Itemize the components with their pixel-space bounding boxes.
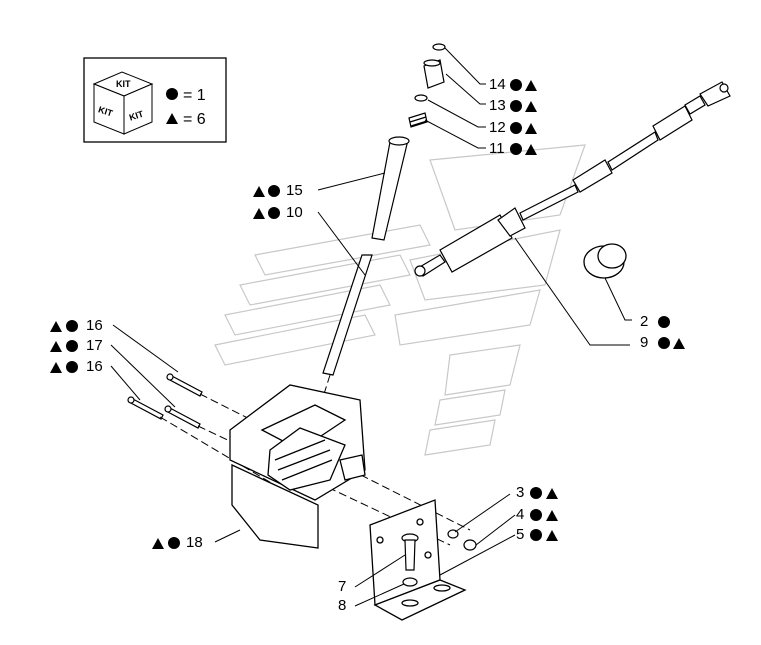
kit-legend: KIT KIT KIT = 1 = 6 xyxy=(83,57,227,143)
callout-18: 18 xyxy=(186,534,203,551)
callout-10: 10 xyxy=(286,204,303,221)
washer-12 xyxy=(414,94,428,102)
callout-14: 14 xyxy=(489,76,506,93)
callout-7: 7 xyxy=(338,578,347,595)
kit-cube-icon xyxy=(92,71,154,135)
callout-9: 9 xyxy=(640,334,649,351)
control-cable xyxy=(414,81,731,277)
gear-knob-parts xyxy=(408,43,446,128)
kit-cube-right-label: KIT xyxy=(128,109,145,123)
leader-lines xyxy=(110,47,632,607)
callout-16-top: 16 xyxy=(86,317,103,334)
callout-15: 15 xyxy=(286,182,303,199)
kit-circle-symbol xyxy=(166,88,178,100)
callout-3: 3 xyxy=(516,484,525,501)
washer-8 xyxy=(402,577,418,587)
kit-cube-left-label: KIT xyxy=(97,104,114,118)
callout-16-bottom: 16 xyxy=(86,358,103,375)
gear-housing-18 xyxy=(229,384,366,549)
cap-14 xyxy=(432,43,446,51)
lever-sleeve-15 xyxy=(371,136,410,241)
callout-8: 8 xyxy=(338,597,347,614)
rod-10 xyxy=(322,254,373,376)
bracket-5 xyxy=(369,499,467,621)
kit-triangle-symbol xyxy=(166,113,178,124)
callout-13: 13 xyxy=(489,97,506,114)
bolts xyxy=(127,373,203,429)
spring-11 xyxy=(408,112,428,128)
bushing-2 xyxy=(583,243,627,279)
callout-2: 2 xyxy=(640,313,649,330)
callout-17: 17 xyxy=(86,337,103,354)
kit-cube-top-label: KIT xyxy=(116,79,131,89)
callout-12: 12 xyxy=(489,119,506,136)
callout-11: 11 xyxy=(489,140,505,157)
bolt-7 xyxy=(401,533,419,587)
nuts xyxy=(447,529,477,551)
callout-5: 5 xyxy=(516,526,525,543)
kit-circle-value: = 1 xyxy=(183,87,206,104)
callout-4: 4 xyxy=(516,506,525,523)
kit-triangle-value: = 6 xyxy=(183,111,206,128)
